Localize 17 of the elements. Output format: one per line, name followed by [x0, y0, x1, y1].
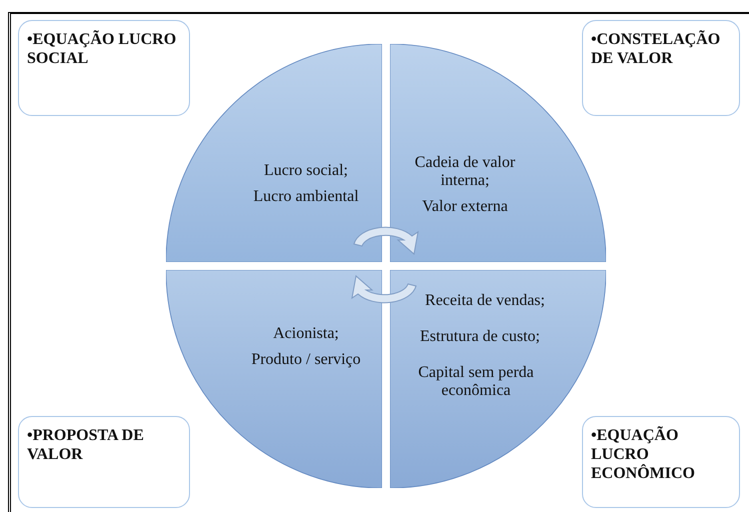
category-box	[582, 20, 740, 116]
item-text: Lucro social;	[263, 162, 349, 180]
item-text: Valor externa	[421, 198, 509, 216]
item-text: Receita de vendas;	[424, 292, 546, 310]
category-heading: •PROPOSTA DE VALOR	[27, 426, 145, 464]
category-box	[18, 416, 190, 508]
item-text: Lucro ambiental	[252, 188, 360, 206]
item-text: Cadeia de valor interna;	[414, 154, 516, 190]
item-text: Produto / serviço	[250, 351, 362, 369]
item-text: Capital sem perda econômica	[417, 364, 535, 400]
item-text: Estrutura de custo;	[419, 328, 541, 346]
category-heading: •CONSTELAÇÃO DE VALOR	[591, 30, 722, 68]
category-box	[18, 20, 190, 116]
category-heading: •EQUAÇÃO LUCRO SOCIAL	[27, 30, 177, 68]
category-heading: •EQUAÇÃO LUCRO ECONÔMICO	[591, 426, 696, 483]
category-box	[582, 416, 740, 508]
item-text: Acionista;	[272, 325, 340, 343]
